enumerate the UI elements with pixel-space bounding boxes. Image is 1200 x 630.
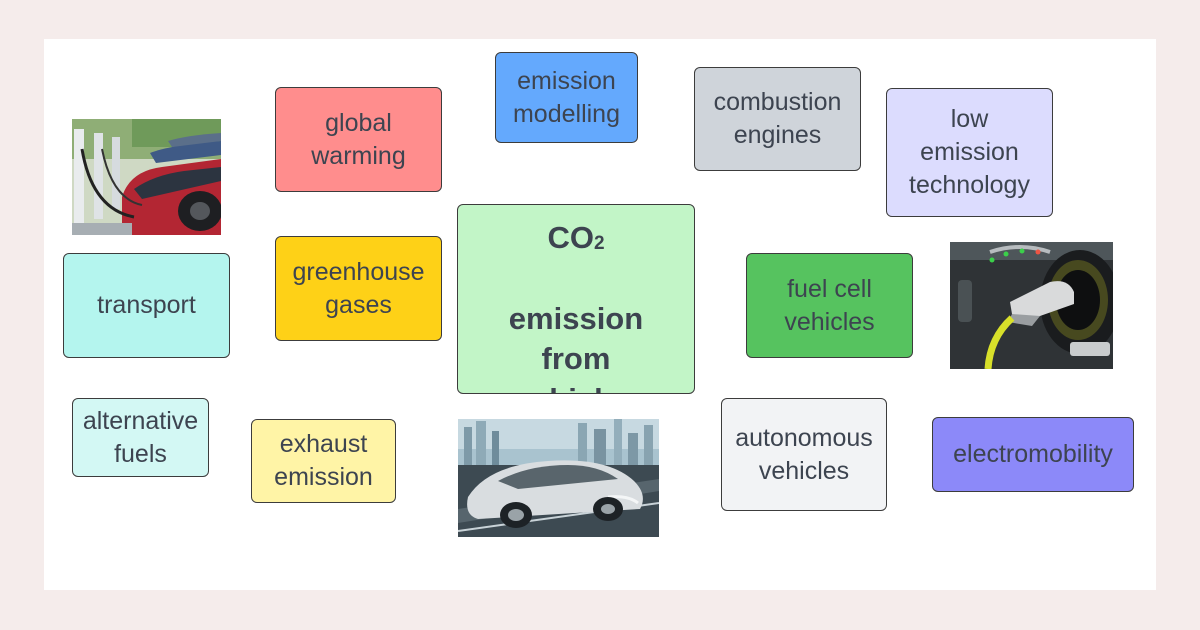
node-combustion-engines[interactable]: combustion engines	[694, 67, 861, 171]
node-label: low emission technology	[909, 105, 1030, 199]
node-label: autonomous vehicles	[735, 423, 873, 485]
node-electromobility[interactable]: electromobility	[932, 417, 1134, 492]
node-fuel-cell-vehicles[interactable]: fuel cell vehicles	[746, 253, 913, 358]
node-alternative-fuels[interactable]: alternative fuels	[72, 398, 209, 477]
concept-car-image	[458, 419, 659, 537]
node-transport[interactable]: transport	[63, 253, 230, 358]
node-label: emission modelling	[512, 66, 620, 128]
charging-station-cars-image	[72, 119, 221, 235]
node-label: electromobility	[953, 440, 1113, 468]
central-topic-label: emission from vehicles	[508, 301, 644, 393]
node-label: combustion engines	[713, 88, 842, 149]
node-low-emission-technology[interactable]: low emission technology	[886, 88, 1053, 217]
node-autonomous-vehicles[interactable]: autonomous vehicles	[721, 398, 887, 511]
central-topic-node[interactable]: CO2 emission from vehicles	[457, 204, 695, 394]
charging-plug-image	[950, 242, 1113, 369]
node-label: alternative fuels	[82, 406, 199, 468]
node-exhaust-emission[interactable]: exhaust emission	[251, 419, 396, 503]
node-greenhouse-gases[interactable]: greenhouse gases	[275, 236, 442, 341]
co2-label: CO2	[547, 220, 605, 256]
node-label: exhaust emission	[274, 430, 373, 491]
node-global-warming[interactable]: global warming	[275, 87, 442, 192]
central-topic-text: CO2 emission from vehicles	[508, 205, 644, 393]
node-label: global warming	[311, 108, 406, 170]
node-label: transport	[97, 291, 196, 319]
node-label: greenhouse gases	[292, 257, 425, 319]
node-label: fuel cell vehicles	[784, 274, 875, 336]
node-emission-modelling[interactable]: emission modelling	[495, 52, 638, 143]
